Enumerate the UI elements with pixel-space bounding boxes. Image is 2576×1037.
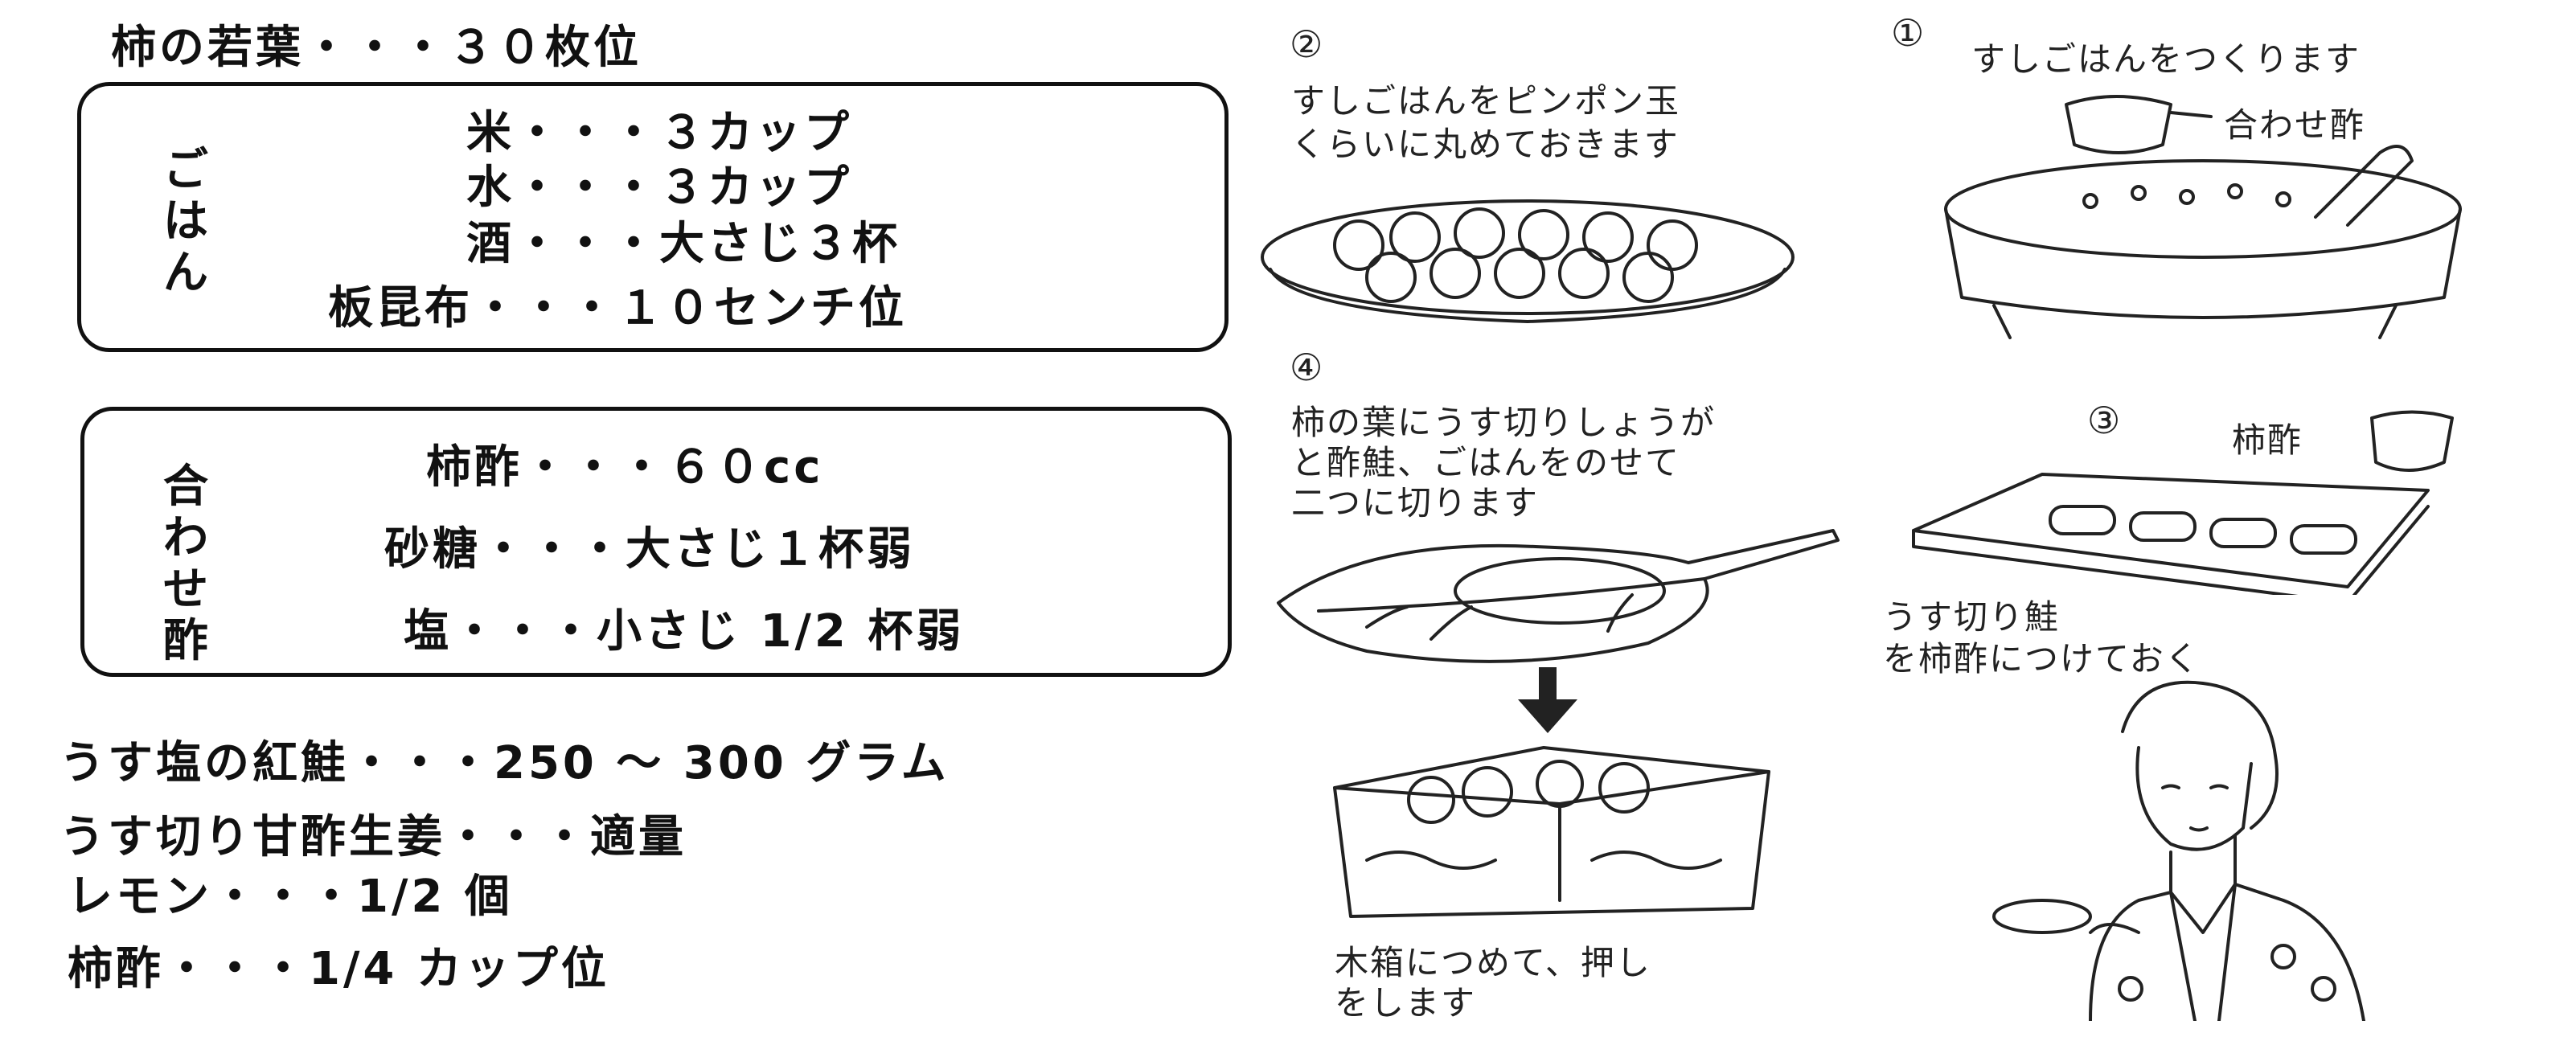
down-arrow-icon — [1518, 667, 1577, 733]
step1-label: 合わせ酢 — [2224, 105, 2366, 145]
step5-text: 木箱につめて、押し — [1335, 943, 1651, 982]
step2-text: くらいに丸めておきます — [1291, 125, 1680, 164]
step5-text: をします — [1335, 983, 1477, 1023]
vinegar-box — [80, 407, 1232, 677]
ingredient-leaves: 柿の若葉・・・３０枚位 — [111, 22, 642, 74]
rice-box — [77, 82, 1229, 352]
step4-text: 柿の葉にうす切りしょうが — [1291, 403, 1717, 442]
extra-ingredient: レモン・・・1/2 個 — [68, 871, 513, 923]
marinating-tray-illustration — [1912, 410, 2454, 595]
rice-item: 酒・・・大さじ３杯 — [466, 218, 900, 270]
step3-label: 柿酢 — [2232, 420, 2303, 460]
rice-box-label: ご は ん — [163, 144, 208, 299]
rice-item: 水・・・３カップ — [466, 162, 852, 214]
extra-ingredient: うす切り甘酢生姜・・・適量 — [59, 811, 687, 863]
persimmon-leaf-illustration — [1277, 529, 1840, 663]
step4-text: と酢鮭、ごはんをのせて — [1291, 443, 1681, 482]
step3-text: を柿酢につけておく — [1883, 639, 2201, 678]
extra-ingredient: 柿酢・・・1/4 カップ位 — [68, 943, 609, 995]
step4-number: ④ — [1290, 346, 1323, 389]
wooden-box-illustration — [1333, 746, 1770, 918]
step2-text: すしごはんをピンポン玉 — [1291, 81, 1681, 121]
rice-item: 板昆布・・・１０センチ位 — [328, 282, 907, 334]
vinegar-box-label: 合 わ せ 酢 — [163, 461, 208, 667]
plate-rice-balls-illustration — [1261, 199, 1795, 323]
step3-text: うす切り鮭 — [1883, 597, 2061, 637]
vinegar-item: 塩・・・小さじ 1/2 杯弱 — [404, 605, 965, 658]
woman-in-kimono-illustration — [1992, 680, 2365, 1021]
extra-ingredient: うす塩の紅鮭・・・250 ～ 300 グラム — [59, 737, 950, 789]
step4-text: 二つに切ります — [1291, 483, 1540, 523]
step3-number: ③ — [2087, 399, 2121, 442]
step2-number: ② — [1290, 23, 1323, 66]
sushi-tub-illustration — [1944, 95, 2462, 339]
rice-item: 米・・・３カップ — [466, 107, 852, 159]
step1-text: すしごはんをつくります — [1971, 39, 2361, 79]
vinegar-item: 柿酢・・・６０cc — [426, 441, 824, 494]
step1-number: ① — [1891, 11, 1925, 55]
vinegar-item: 砂糖・・・大さじ１杯弱 — [384, 523, 915, 576]
